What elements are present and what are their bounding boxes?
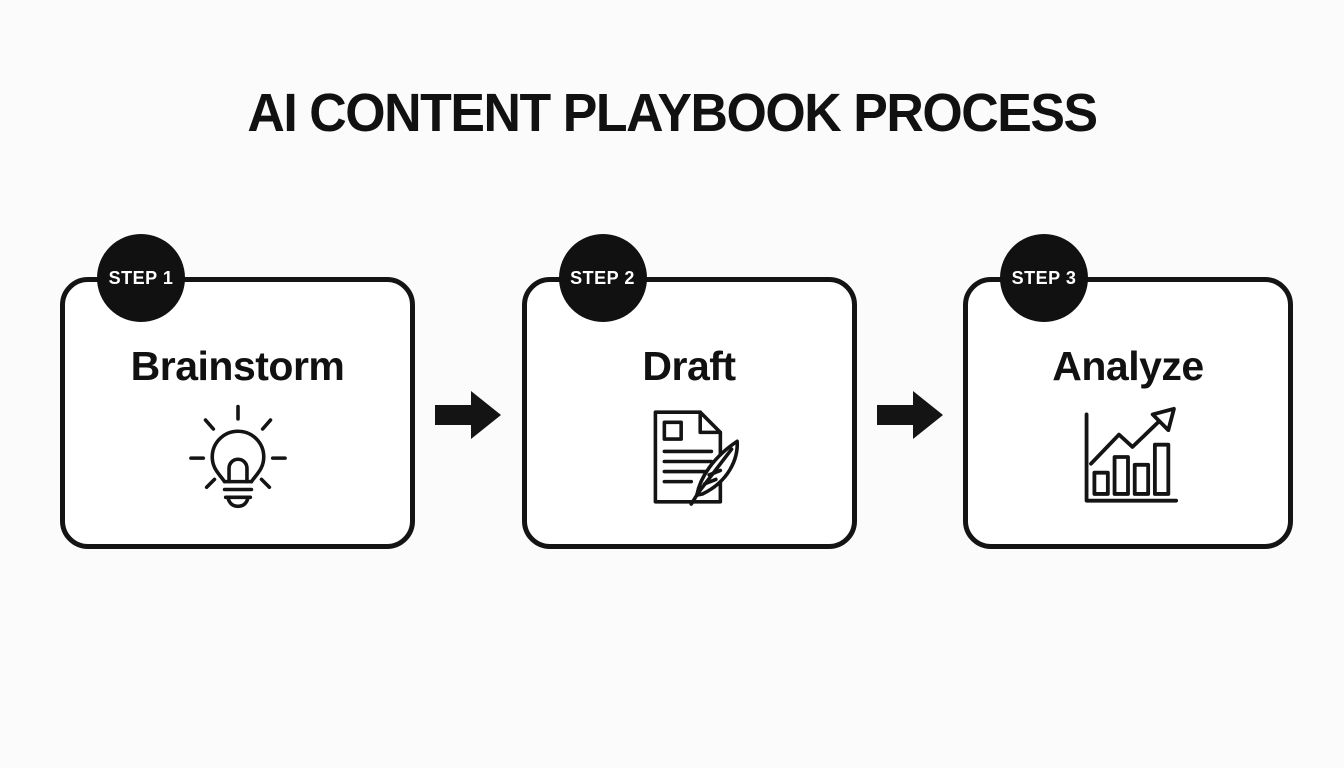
process-diagram: STEP 1 Brainstorm	[60, 234, 1293, 549]
bar-chart-growth-icon	[1084, 406, 1179, 503]
step-badge: STEP 3	[1000, 234, 1088, 322]
connector	[415, 277, 522, 549]
step-label: Draft	[642, 343, 736, 389]
connector	[857, 277, 964, 549]
step-card-draft: STEP 2 Draft	[521, 234, 857, 549]
step-badge: STEP 1	[97, 234, 185, 322]
step-card-brainstorm: STEP 1 Brainstorm	[60, 234, 415, 549]
step-label: Analyze	[1052, 343, 1204, 389]
step-badge: STEP 2	[558, 234, 647, 322]
page-title: AI CONTENT PLAYBOOK PROCESS	[247, 83, 1098, 143]
lightbulb-icon	[188, 404, 287, 509]
arrow-right-icon	[876, 391, 943, 439]
arrow-right-icon	[435, 391, 502, 439]
step-card-analyze: STEP 3 Analyze	[963, 234, 1293, 549]
document-quill-icon	[653, 410, 739, 506]
step-label: Brainstorm	[130, 343, 345, 389]
